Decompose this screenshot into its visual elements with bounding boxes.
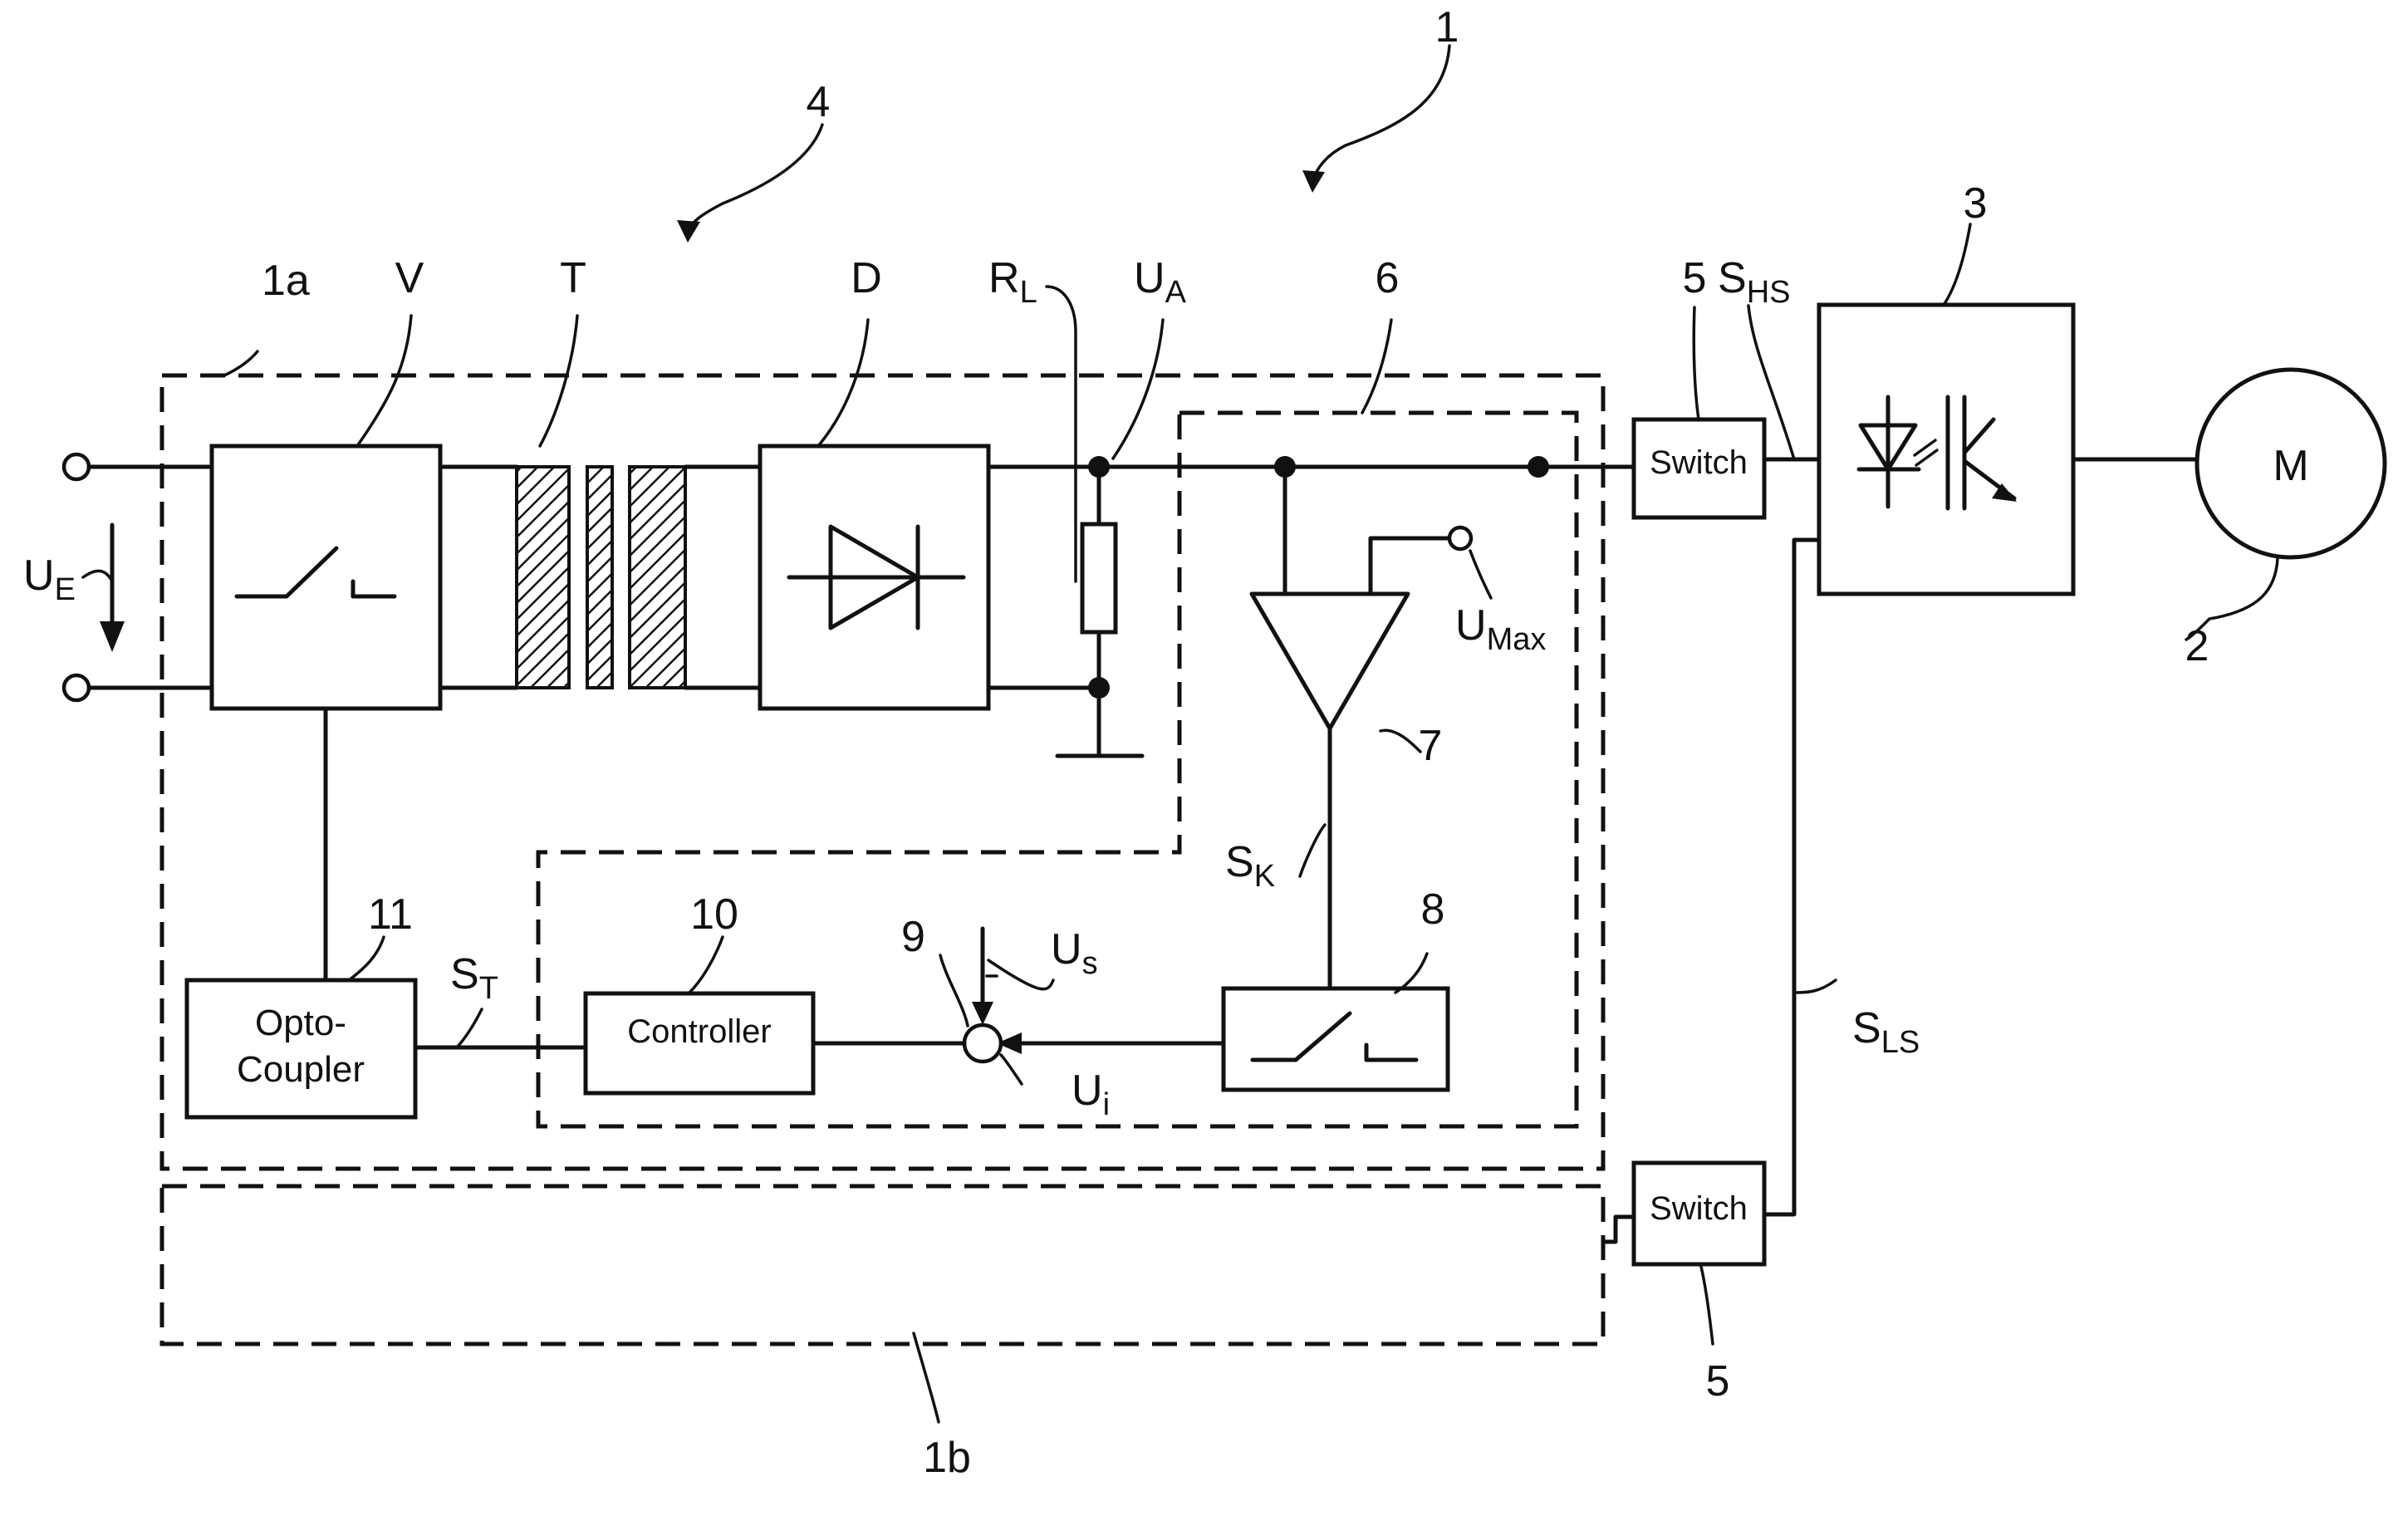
input-terminal-bottom bbox=[64, 675, 89, 700]
switch-low-side-label: Switch bbox=[1650, 1190, 1748, 1227]
label-converter: V bbox=[395, 254, 424, 302]
ref-switch-bottom: 5 bbox=[1706, 1357, 1730, 1405]
switch-high-side-label: Switch bbox=[1650, 444, 1748, 481]
label-max-voltage: UMax bbox=[1455, 601, 1546, 657]
ref-latch: 8 bbox=[1421, 885, 1445, 934]
junction-ua bbox=[1088, 456, 1110, 478]
comparator-triangle bbox=[1252, 594, 1408, 728]
ref-protection-circuit: 6 bbox=[1376, 254, 1400, 302]
converter-block bbox=[212, 446, 440, 709]
label-transformer: T bbox=[560, 254, 586, 302]
label-comparator-signal: SK bbox=[1225, 838, 1275, 894]
label-actual-voltage: Ui bbox=[1072, 1067, 1110, 1122]
ref-circuit-part-b: 1b bbox=[923, 1434, 971, 1482]
label-setpoint-voltage: Us bbox=[1051, 925, 1098, 981]
junction-ground bbox=[1088, 677, 1110, 699]
motor-label: M bbox=[2273, 442, 2308, 490]
ref-motor: 2 bbox=[2185, 622, 2209, 670]
optocoupler-label-line2: Coupler bbox=[237, 1049, 365, 1090]
optocoupler-label-line1: Opto- bbox=[255, 1003, 346, 1043]
latch-block bbox=[1224, 988, 1448, 1090]
controller-label: Controller bbox=[627, 1013, 771, 1050]
load-resistor bbox=[1082, 524, 1116, 632]
summing-point bbox=[964, 1025, 1001, 1062]
ref-circuit: 1 bbox=[1435, 3, 1459, 51]
label-high-side-signal: SHS bbox=[1718, 254, 1790, 310]
ref-circuit-part-a: 1a bbox=[262, 257, 310, 305]
label-diode: D bbox=[851, 254, 882, 302]
label-controller-signal: ST bbox=[450, 950, 498, 1006]
input-terminal-top bbox=[64, 454, 89, 479]
umax-terminal bbox=[1449, 527, 1471, 549]
ref-optocoupler: 11 bbox=[368, 890, 413, 939]
transformer bbox=[517, 467, 685, 688]
label-load-resistor: RL bbox=[988, 254, 1037, 310]
ref-switch-top: 5 bbox=[1683, 254, 1707, 302]
label-low-side-signal: SLS bbox=[1852, 1004, 1920, 1060]
label-input-voltage: UE bbox=[23, 552, 76, 607]
ref-summing-point: 9 bbox=[901, 913, 925, 961]
label-output-voltage: UA bbox=[1134, 254, 1187, 310]
ref-power-switch: 3 bbox=[1964, 179, 1988, 228]
ref-comparator: 7 bbox=[1419, 722, 1443, 770]
ref-controller: 10 bbox=[690, 890, 738, 939]
ref-supply-unit: 4 bbox=[807, 78, 831, 126]
boundary-1b bbox=[162, 1186, 1603, 1344]
